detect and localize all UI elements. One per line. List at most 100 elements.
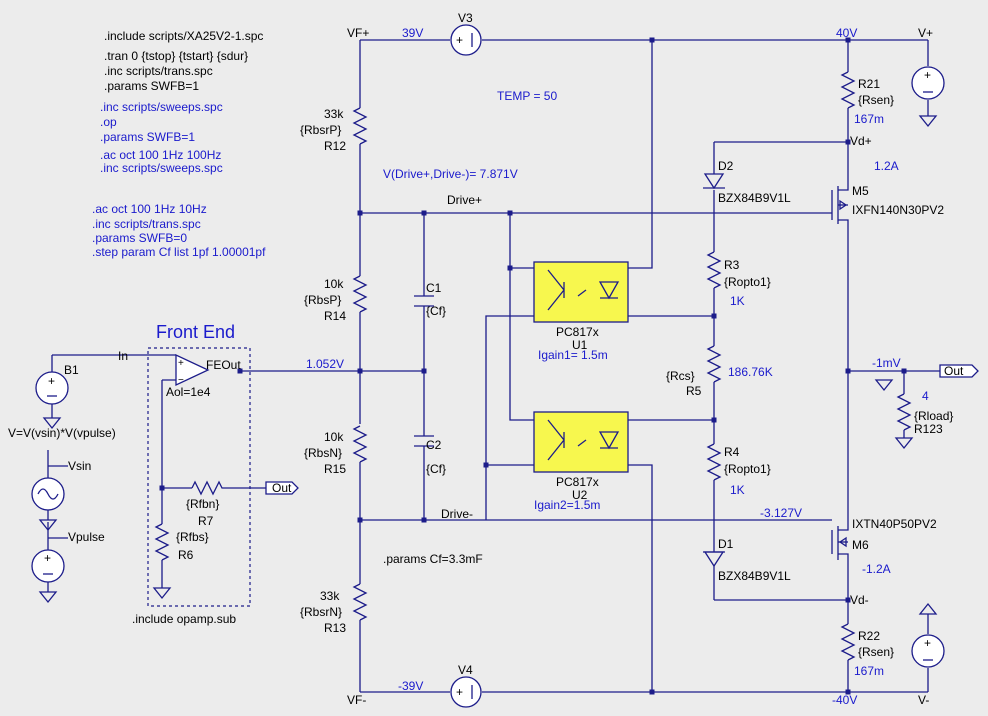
directive-block-2: .inc scripts/sweeps.spc .op .params SWFB… bbox=[100, 100, 223, 175]
resistor-r7[interactable] bbox=[191, 480, 224, 496]
svg-text:+: + bbox=[48, 374, 55, 388]
vout-annotation: -1mV bbox=[872, 356, 901, 370]
front-end-title: Front End bbox=[156, 322, 235, 342]
svg-text:−: − bbox=[178, 375, 184, 386]
directive-line: .inc scripts/trans.spc bbox=[92, 217, 201, 231]
r21-value: 167m bbox=[854, 112, 884, 126]
resistor-r15[interactable] bbox=[352, 425, 368, 463]
vd-minus-label: Vd- bbox=[850, 593, 869, 607]
out-tag-fe-label: Out bbox=[272, 481, 292, 495]
r22-param: {Rsen} bbox=[858, 645, 894, 659]
source-vpulse[interactable]: + bbox=[31, 549, 65, 604]
resistor-r13[interactable] bbox=[352, 583, 368, 621]
m6-name: M6 bbox=[852, 538, 869, 552]
mosfet-m5[interactable] bbox=[831, 180, 849, 238]
igain1-annotation: Igain1= 1.5m bbox=[538, 348, 608, 362]
r123-name: R123 bbox=[914, 422, 943, 436]
params-cf-directive: .params Cf=3.3mF bbox=[383, 552, 483, 566]
vgate-annotation: -3.127V bbox=[760, 506, 802, 520]
directive-line: .step param Cf list 1pf 1.00001pf bbox=[92, 245, 266, 259]
r21-name: R21 bbox=[858, 77, 880, 91]
resistor-r22[interactable] bbox=[840, 623, 856, 661]
c2-name: C2 bbox=[426, 438, 442, 452]
r7-name: R7 bbox=[198, 514, 214, 528]
source-vsin[interactable] bbox=[31, 477, 65, 532]
u2-part: PC817x bbox=[556, 475, 599, 489]
resistor-r12[interactable] bbox=[352, 107, 368, 145]
r123-value: 4 bbox=[922, 389, 929, 403]
directive-line: .tran 0 {tstop} {tstart} {sdur} bbox=[104, 49, 248, 63]
d1-part: BZX84B9V1L bbox=[718, 569, 791, 583]
source-v4[interactable]: + bbox=[450, 676, 482, 708]
resistor-r6[interactable] bbox=[154, 523, 170, 561]
m6-part: IXTN40P50PV2 bbox=[852, 517, 937, 531]
in-label: In bbox=[118, 349, 128, 363]
resistor-r5[interactable] bbox=[706, 345, 722, 383]
vpulse-label: Vpulse bbox=[68, 530, 105, 544]
r12-param: {RbsrP} bbox=[300, 123, 341, 137]
out-tag-fe[interactable] bbox=[265, 481, 299, 495]
v39-annotation: 39V bbox=[402, 26, 423, 40]
source-v3[interactable]: + bbox=[450, 24, 482, 56]
drive-minus-label: Drive- bbox=[441, 507, 473, 521]
ground-out bbox=[874, 379, 914, 450]
resistor-r3[interactable] bbox=[706, 251, 722, 289]
directive-line: .include scripts/XA25V2-1.spc bbox=[104, 29, 263, 43]
vd-plus-label: Vd+ bbox=[850, 134, 872, 148]
b1-expr: V=V(vsin)*V(vpulse) bbox=[8, 426, 116, 440]
resistor-r21[interactable] bbox=[840, 71, 856, 109]
r12-name: R12 bbox=[324, 139, 346, 153]
v4-name: V4 bbox=[458, 663, 473, 677]
optocoupler-u1[interactable] bbox=[533, 261, 629, 323]
u1-part: PC817x bbox=[556, 325, 599, 339]
vminus39-annotation: -39V bbox=[398, 679, 423, 693]
directive-line: .ac oct 100 1Hz 10Hz bbox=[92, 202, 207, 216]
resistor-r123[interactable] bbox=[896, 393, 912, 431]
v3-name: V3 bbox=[458, 11, 473, 25]
directive-block-1: .include scripts/XA25V2-1.spc .tran 0 {t… bbox=[104, 29, 263, 93]
r4-name: R4 bbox=[724, 445, 740, 459]
source-vminus[interactable]: + bbox=[911, 602, 945, 668]
r5-value: 186.76K bbox=[728, 365, 773, 379]
out-tag-main[interactable] bbox=[939, 364, 979, 378]
aol-label: Aol=1e4 bbox=[166, 385, 211, 399]
r13-name: R13 bbox=[324, 621, 346, 635]
directive-line: .op bbox=[100, 115, 117, 129]
u2-name: U2 bbox=[572, 488, 588, 502]
capacitor-c2[interactable] bbox=[414, 435, 434, 447]
r123-param: {Rload} bbox=[914, 409, 953, 423]
directive-line: .inc scripts/sweeps.spc bbox=[100, 100, 223, 114]
svg-text:+: + bbox=[924, 636, 931, 650]
resistor-r14[interactable] bbox=[352, 275, 368, 313]
opamp[interactable]: + − bbox=[175, 353, 210, 387]
v-plus-label: V+ bbox=[918, 26, 933, 40]
d2-part: BZX84B9V1L bbox=[718, 191, 791, 205]
directive-line: .ac oct 100 1Hz 100Hz bbox=[100, 148, 221, 162]
out-tag-main-label: Out bbox=[944, 364, 964, 378]
capacitor-c1[interactable] bbox=[414, 295, 434, 307]
r5-param: {Rcs} bbox=[666, 369, 695, 383]
zener-d1[interactable] bbox=[703, 551, 725, 568]
m5-part: IXFN140N30PV2 bbox=[852, 203, 944, 217]
c2-param: {Cf} bbox=[426, 462, 446, 476]
r12-value: 33k bbox=[324, 107, 344, 121]
zener-d2[interactable] bbox=[703, 173, 725, 190]
vsin-label: Vsin bbox=[68, 459, 91, 473]
optocoupler-u2[interactable] bbox=[533, 411, 629, 473]
r15-param: {RbsN} bbox=[304, 446, 342, 460]
directive-line: .inc scripts/sweeps.spc bbox=[100, 161, 223, 175]
resistor-r4[interactable] bbox=[706, 443, 722, 481]
vf-plus-label: VF+ bbox=[347, 26, 369, 40]
source-b1[interactable]: + bbox=[35, 371, 69, 430]
feout-label: FEOut bbox=[206, 358, 241, 372]
r7-param: {Rfbn} bbox=[186, 497, 219, 511]
drive-plus-label: Drive+ bbox=[447, 193, 482, 207]
mosfet-m6[interactable] bbox=[831, 506, 849, 562]
temp-annotation: TEMP = 50 bbox=[497, 89, 557, 103]
c1-name: C1 bbox=[426, 281, 442, 295]
source-vplus[interactable]: + bbox=[911, 66, 945, 128]
r14-name: R14 bbox=[324, 309, 346, 323]
current-pos-annotation: 1.2A bbox=[874, 159, 899, 173]
r13-value: 33k bbox=[320, 589, 340, 603]
directive-line: .inc scripts/trans.spc bbox=[104, 64, 213, 78]
